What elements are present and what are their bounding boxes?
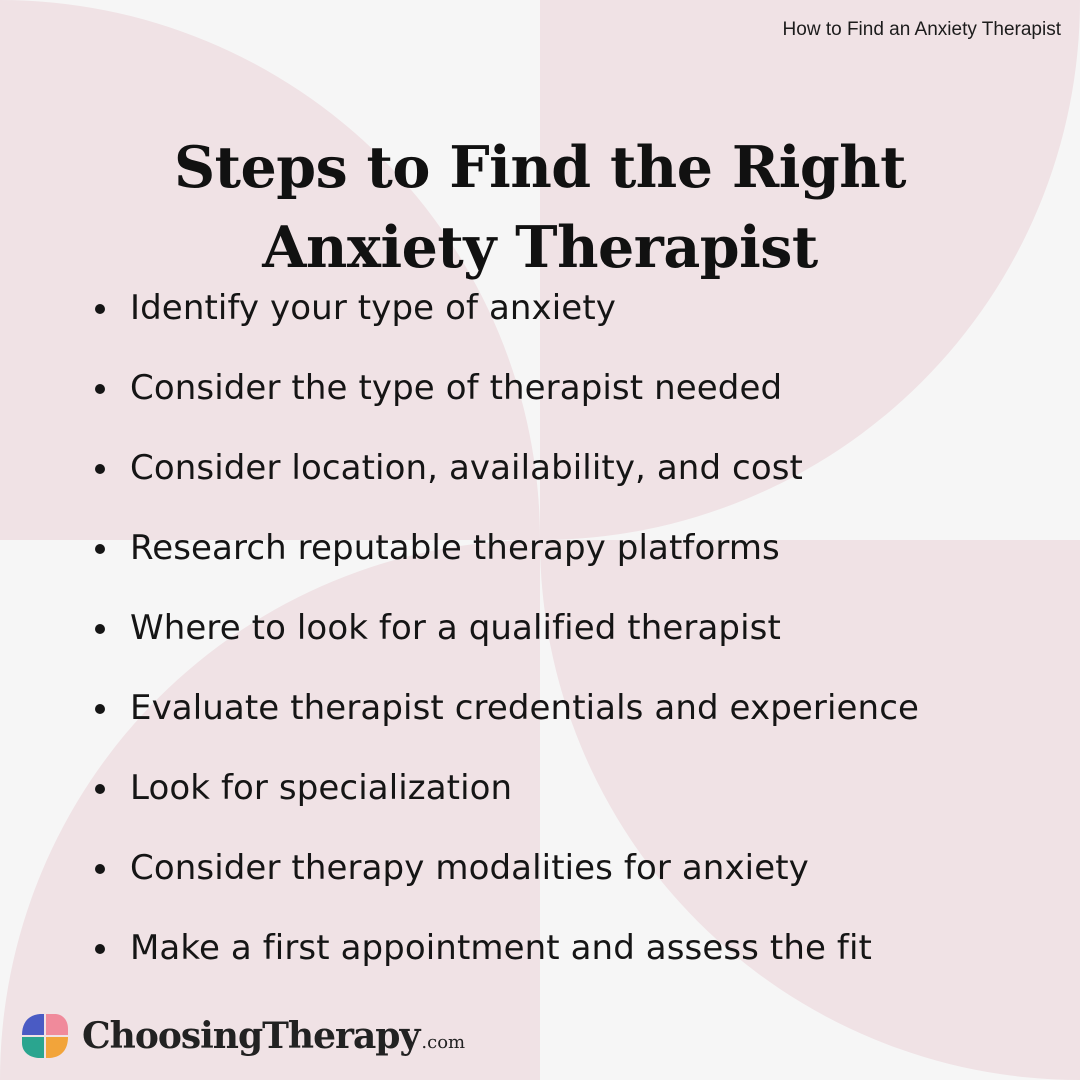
page-title: Steps to Find the Right Anxiety Therapis…: [0, 128, 1080, 288]
bullet-icon: [95, 544, 105, 554]
bullet-icon: [95, 704, 105, 714]
logo-petal-pink: [46, 1014, 68, 1035]
logo-mark-icon: [22, 1014, 68, 1058]
step-text: Consider location, availability, and cos…: [130, 448, 803, 488]
step-text: Where to look for a qualified therapist: [130, 608, 781, 648]
logo-petal-teal: [22, 1037, 44, 1058]
bullet-icon: [95, 464, 105, 474]
step-text: Consider therapy modalities for anxiety: [130, 848, 809, 888]
bullet-icon: [95, 944, 105, 954]
logo-name: ChoosingTherapy: [82, 1015, 420, 1057]
brand-logo[interactable]: ChoosingTherapy .com: [18, 1008, 465, 1064]
step-text: Evaluate therapist credentials and exper…: [130, 688, 920, 728]
bullet-icon: [95, 864, 105, 874]
bullet-icon: [95, 624, 105, 634]
bg-shape-top-left: [0, 0, 540, 540]
bg-shape-bottom-left: [0, 540, 540, 1080]
header-label: How to Find an Anxiety Therapist: [782, 19, 1061, 40]
logo-tld: .com: [421, 1032, 466, 1053]
step-text: Make a first appointment and assess the …: [130, 928, 872, 968]
page-title-line-2: Anxiety Therapist: [262, 214, 818, 282]
page-title-line-1: Steps to Find the Right: [173, 134, 907, 202]
step-text: Look for specialization: [130, 768, 513, 808]
bg-shape-top-right: [540, 0, 1080, 540]
step-text: Identify your type of anxiety: [130, 288, 616, 328]
step-text: Research reputable therapy platforms: [130, 528, 780, 568]
bg-shape-bottom-right: [540, 540, 1080, 1080]
bullet-icon: [95, 784, 105, 794]
bullet-icon: [95, 304, 105, 314]
logo-petal-blue: [22, 1014, 44, 1035]
logo-petal-orange: [46, 1037, 68, 1058]
logo-wordmark: ChoosingTherapy .com: [82, 1015, 465, 1057]
step-text: Consider the type of therapist needed: [130, 368, 783, 408]
bullet-icon: [95, 384, 105, 394]
